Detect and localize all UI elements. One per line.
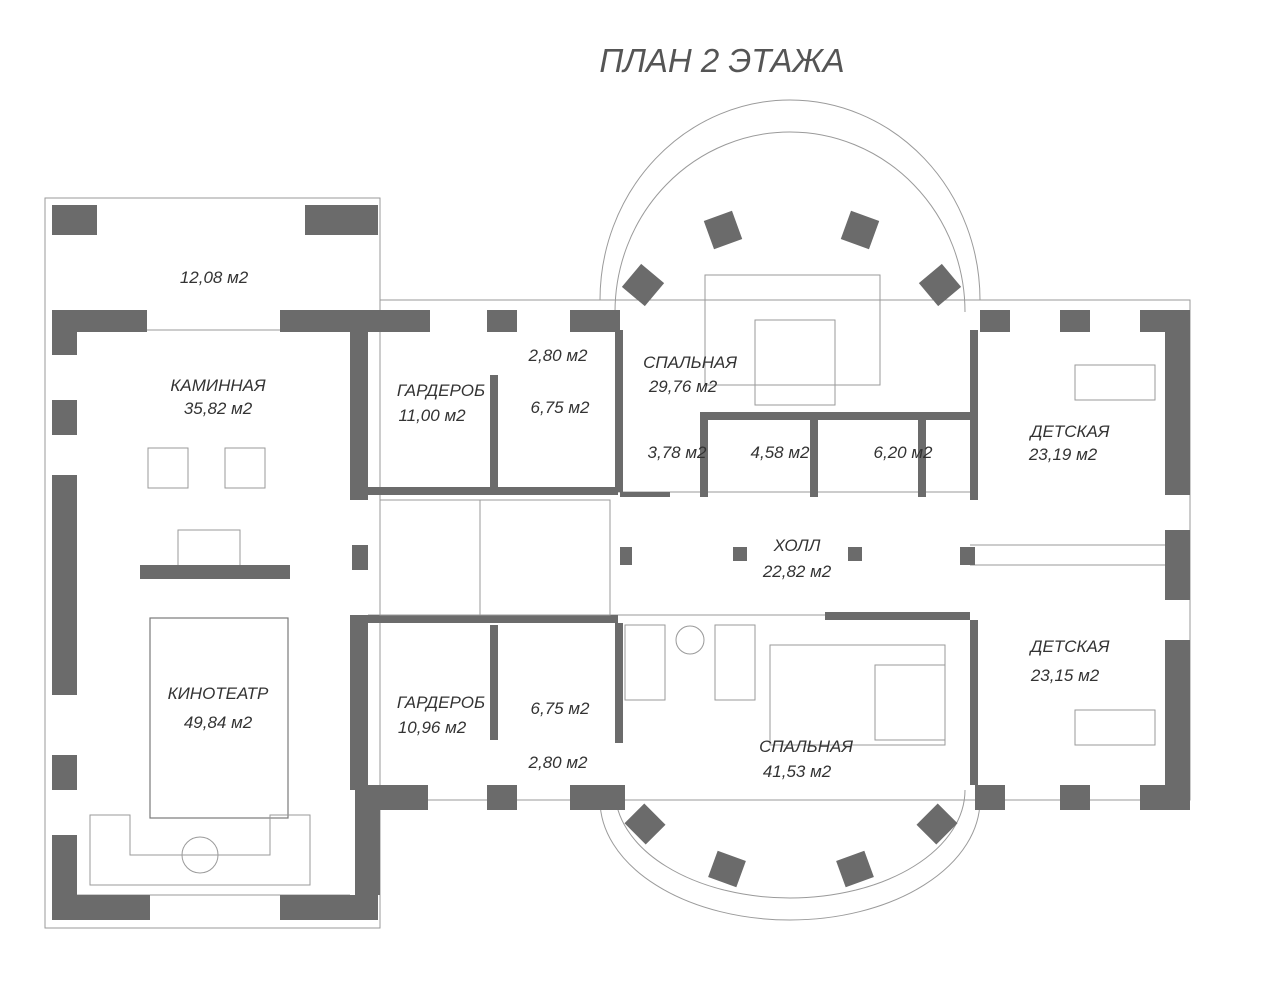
hall-area: 22,82 м2 — [762, 562, 832, 581]
closet-2-area: 4,58 м2 — [751, 443, 810, 462]
wardrobe-top-area: 11,00 м2 — [398, 406, 466, 425]
bedroom-bottom-area: 41,53 м2 — [763, 762, 832, 781]
cinema-name: КИНОТЕАТР — [168, 684, 269, 703]
kids-bed — [1074, 364, 1156, 401]
kids-bottom-name: ДЕТСКАЯ — [1029, 637, 1110, 656]
bedroom-bottom-name: СПАЛЬНАЯ — [759, 737, 853, 756]
kids-bottom-area: 23,15 м2 — [1030, 666, 1100, 685]
room-labels: 12,08 м2 КАМИННАЯ 35,82 м2 КИНОТЕАТР 49,… — [168, 268, 1110, 781]
armchair — [224, 447, 266, 489]
fireplace-area: 35,82 м2 — [184, 399, 253, 418]
kids-top-area: 23,19 м2 — [1028, 445, 1098, 464]
walls — [52, 205, 1190, 920]
vestibule-bottom-area: 2,80 м2 — [528, 753, 588, 772]
kids-bed — [1074, 709, 1156, 746]
bedroom-top-area: 29,76 м2 — [648, 377, 718, 396]
wardrobe-bottom-name: ГАРДЕРОБ — [397, 693, 485, 712]
bath-bottom-area: 6,75 м2 — [531, 699, 590, 718]
plan-title: ПЛАН 2 ЭТАЖА — [599, 42, 844, 79]
bath-mid-area: 6,20 м2 — [874, 443, 933, 462]
wardrobe-bottom-area: 10,96 м2 — [398, 718, 467, 737]
cinema-area: 49,84 м2 — [184, 713, 253, 732]
bed — [754, 319, 836, 406]
staircase — [379, 499, 611, 616]
wardrobe-top-name: ГАРДЕРОБ — [397, 381, 485, 400]
bath-top-area: 6,75 м2 — [531, 398, 590, 417]
bed-rug — [704, 274, 881, 386]
cinema-screen-area — [149, 617, 289, 819]
bedroom-top-name: СПАЛЬНАЯ — [643, 353, 737, 372]
hall-name: ХОЛЛ — [773, 536, 821, 555]
terrace-area: 12,08 м2 — [180, 268, 249, 287]
kids-top-name: ДЕТСКАЯ — [1029, 422, 1110, 441]
furniture — [89, 274, 1156, 886]
vestibule-top-area: 2,80 м2 — [528, 346, 588, 365]
armchair — [147, 447, 189, 489]
closet-1-area: 3,78 м2 — [648, 443, 707, 462]
fireplace-name: КАМИННАЯ — [170, 376, 266, 395]
bed — [874, 664, 946, 741]
